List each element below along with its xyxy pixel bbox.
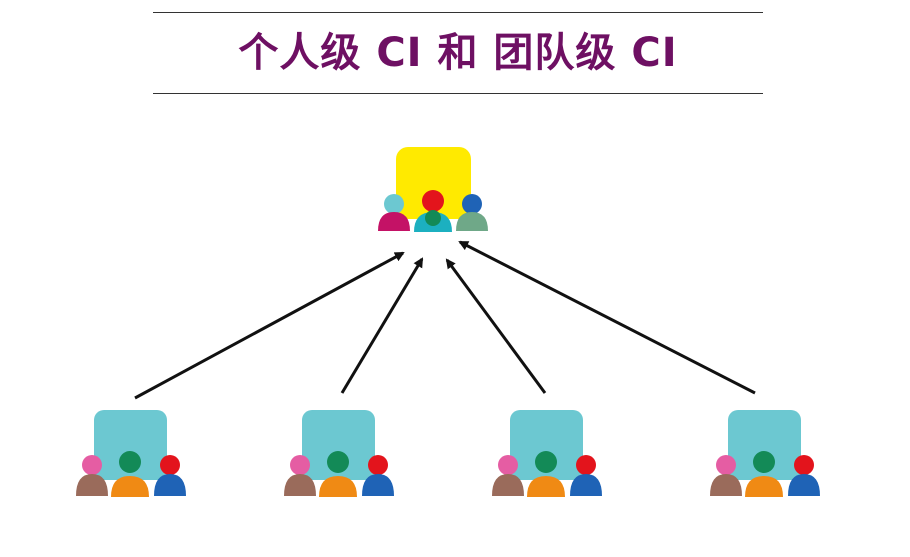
person-magenta-head	[384, 194, 404, 214]
person-red-head	[794, 455, 814, 475]
team-box-icon	[396, 147, 471, 219]
individual-box-icon	[302, 410, 375, 480]
person-blue-body	[570, 474, 602, 496]
person-brown-body	[76, 474, 108, 496]
person-green-head	[753, 451, 775, 473]
person-blue-body	[788, 474, 820, 496]
person-blue-body	[362, 474, 394, 496]
individual-node-3	[492, 410, 602, 497]
team-group-icon	[378, 190, 488, 232]
arrow-individual-3-to-team	[445, 258, 547, 394]
person-pink-head	[82, 455, 102, 475]
person-orange-body	[319, 476, 357, 497]
person-brown-body	[284, 474, 316, 496]
individual-node-2	[284, 410, 394, 497]
person-sage-head	[462, 194, 482, 214]
person-green-head	[425, 210, 441, 226]
person-pink-head	[716, 455, 736, 475]
person-green-head	[327, 451, 349, 473]
person-pink-head	[498, 455, 518, 475]
individual-group-icon	[76, 451, 186, 497]
individual-box-icon	[94, 410, 167, 480]
individual-group-icon	[284, 451, 394, 497]
person-pink-head	[290, 455, 310, 475]
individual-box-icon	[728, 410, 801, 480]
individual-node-1	[76, 410, 186, 497]
person-green-head	[119, 451, 141, 473]
individual-node-4	[710, 410, 820, 497]
person-green-head	[535, 451, 557, 473]
person-red-head	[576, 455, 596, 475]
person-red-head	[422, 190, 444, 212]
individual-group-icon	[492, 451, 602, 497]
arrow-individual-1-to-team	[134, 251, 405, 400]
individual-box-icon	[510, 410, 583, 480]
top-divider	[153, 12, 763, 13]
person-brown-body	[710, 474, 742, 496]
team-node	[378, 147, 488, 232]
person-red-head	[368, 455, 388, 475]
page-title: 个人级 CI 和 团队级 CI	[238, 30, 678, 76]
person-magenta-body	[378, 212, 410, 231]
person-orange-body	[745, 476, 783, 497]
person-brown-body	[492, 474, 524, 496]
individual-group-icon	[710, 451, 820, 497]
arrow-individual-4-to-team	[458, 240, 756, 395]
person-orange-body	[111, 476, 149, 497]
person-sage-body	[456, 212, 488, 231]
person-orange-body	[527, 476, 565, 497]
bottom-divider	[153, 93, 763, 94]
person-red-head	[160, 455, 180, 475]
person-blue-body	[154, 474, 186, 496]
arrow-individual-2-to-team	[340, 257, 424, 394]
